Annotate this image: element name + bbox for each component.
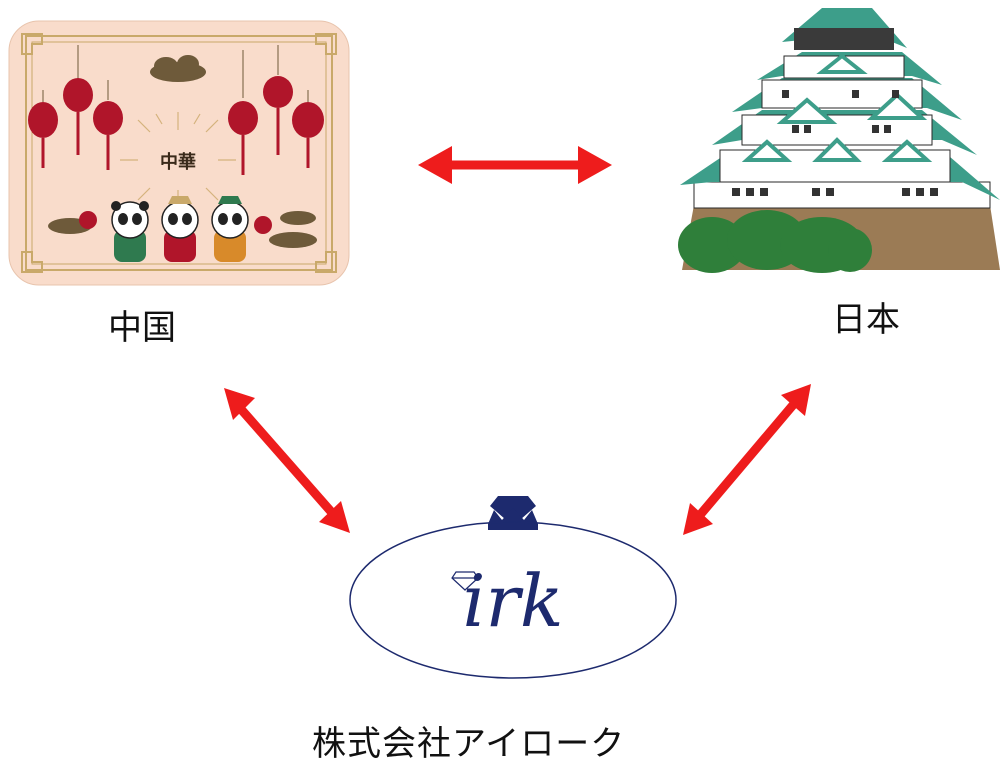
logo-text: irk [462,559,563,643]
china-label: 中国 [108,308,176,348]
diamond-icon [451,571,479,591]
panda-icon [111,196,249,262]
irk-logo: irk [349,496,677,679]
cloud-icon [48,55,317,248]
china-card-text: 中華 [160,151,196,173]
lantern-icon [28,45,324,175]
japan-label: 日本 [832,300,900,340]
arrow-japan-company [683,384,811,535]
company-label: 株式会社アイローク [312,724,626,764]
japan-castle-illustration [678,8,1000,273]
arrow-china-japan [418,146,612,184]
double-arrow-icon [418,146,452,184]
crown-icon [488,496,538,530]
arrow-china-company [224,388,350,533]
china-illustration: 中華 [8,20,350,286]
